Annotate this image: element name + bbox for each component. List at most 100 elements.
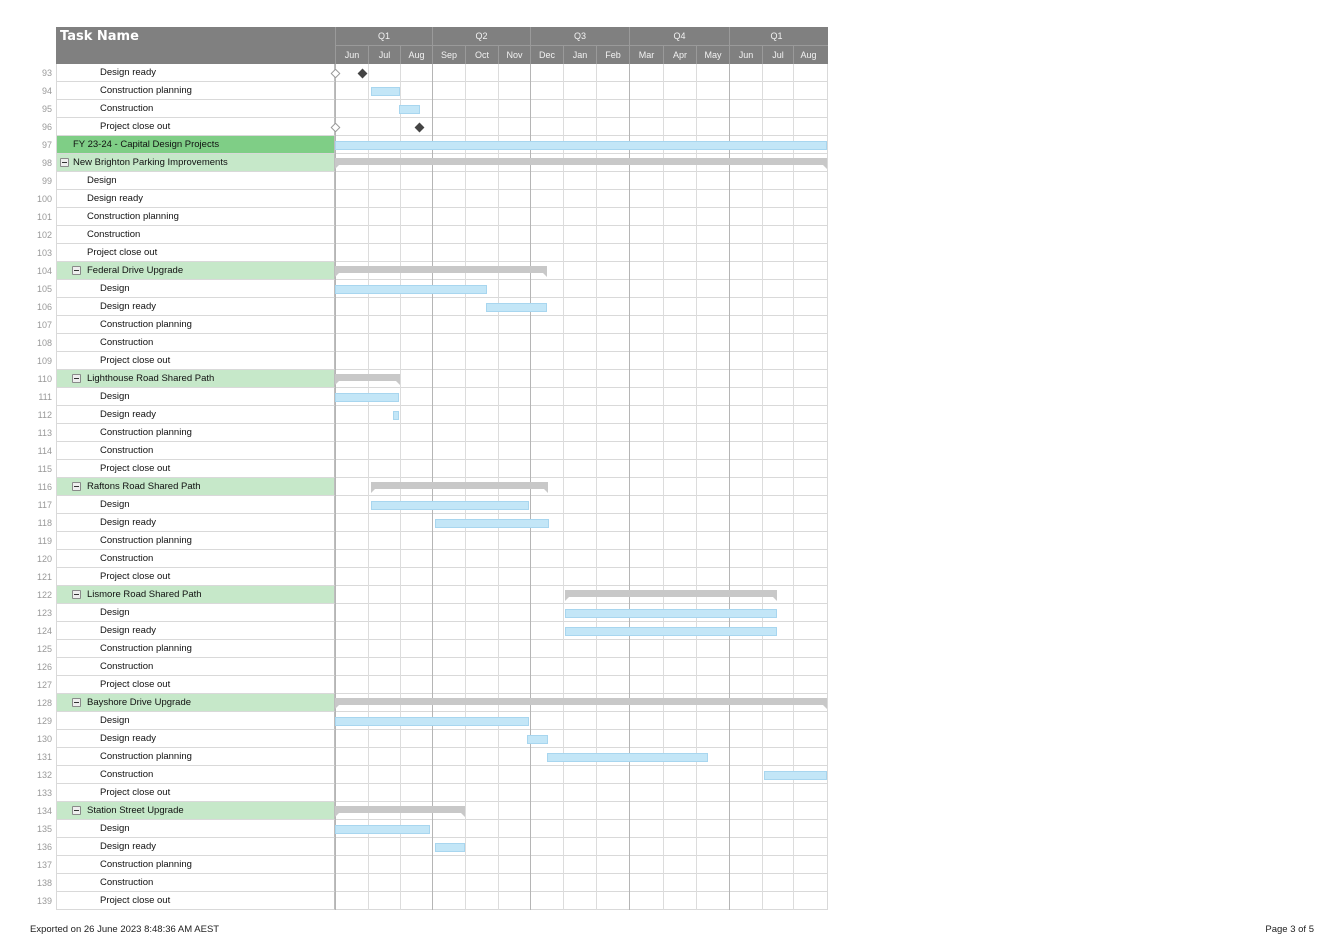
task-name-cell[interactable]: Project close out [56,568,335,586]
milestone-diamond-icon[interactable] [357,68,368,79]
task-name-cell[interactable]: Bayshore Drive Upgrade [56,694,335,712]
task-name-column-header[interactable]: Task Name [60,29,139,44]
task-name-cell[interactable]: Design ready [56,64,335,82]
collapse-icon[interactable] [60,158,69,167]
task-name-cell[interactable]: Design ready [56,190,335,208]
summary-bar[interactable] [565,590,777,601]
task-name-cell[interactable]: Design [56,604,335,622]
task-name-cell[interactable]: Project close out [56,892,335,910]
collapse-icon[interactable] [72,698,81,707]
task-bar[interactable] [547,753,708,762]
task-bar[interactable] [335,141,827,150]
task-name-cell[interactable]: Design [56,172,335,190]
task-bar[interactable] [371,87,400,96]
task-name-cell[interactable]: Construction [56,226,335,244]
task-bar[interactable] [486,303,547,312]
task-name-cell[interactable]: Raftons Road Shared Path [56,478,335,496]
task-name-cell[interactable]: Construction [56,442,335,460]
task-bar[interactable] [393,411,399,420]
task-name-cell[interactable]: Project close out [56,118,335,136]
task-name-cell[interactable]: Project close out [56,352,335,370]
task-name-cell[interactable]: Construction [56,766,335,784]
task-name-cell[interactable]: Project close out [56,784,335,802]
summary-bar[interactable] [335,698,827,709]
milestone-diamond-icon[interactable] [414,122,425,133]
task-name-cell[interactable]: Design ready [56,514,335,532]
task-name-cell[interactable]: Lismore Road Shared Path [56,586,335,604]
collapse-icon[interactable] [72,590,81,599]
task-name-cell[interactable]: Project close out [56,676,335,694]
task-name-cell[interactable]: New Brighton Parking Improvements [56,154,335,172]
task-name-cell[interactable]: Construction planning [56,640,335,658]
task-name-cell[interactable]: Design ready [56,298,335,316]
task-name-cell[interactable]: Design ready [56,622,335,640]
summary-bar[interactable] [335,374,400,385]
task-bar[interactable] [565,609,777,618]
task-name-cell[interactable]: Design [56,820,335,838]
task-name-cell[interactable]: Design ready [56,406,335,424]
collapse-icon[interactable] [72,266,81,275]
task-name-cell[interactable]: Project close out [56,460,335,478]
task-bar[interactable] [371,501,529,510]
task-bar[interactable] [565,627,777,636]
task-name-cell[interactable]: Construction [56,100,335,118]
task-name-cell[interactable]: Construction planning [56,208,335,226]
task-name-cell[interactable]: Construction planning [56,748,335,766]
task-bar[interactable] [764,771,827,780]
task-name-cell[interactable]: Construction planning [56,856,335,874]
summary-bar[interactable] [335,158,827,169]
task-bar[interactable] [335,825,430,834]
task-name-cell[interactable]: Construction [56,550,335,568]
summary-bar[interactable] [335,266,547,277]
task-name-cell[interactable]: Construction [56,874,335,892]
task-name-cell[interactable]: Construction [56,334,335,352]
task-name-cell[interactable]: Lighthouse Road Shared Path [56,370,335,388]
task-name-cell[interactable]: Design [56,712,335,730]
task-bar[interactable] [435,843,465,852]
task-bar[interactable] [335,717,529,726]
task-name-cell[interactable]: Design [56,280,335,298]
task-bar[interactable] [335,285,487,294]
task-name-cell[interactable]: FY 23-24 - Capital Design Projects [56,136,335,154]
summary-bar[interactable] [335,806,465,817]
task-name-cell[interactable]: Federal Drive Upgrade [56,262,335,280]
collapse-icon[interactable] [72,374,81,383]
task-name-cell[interactable]: Construction planning [56,424,335,442]
task-name-cell[interactable]: Design ready [56,838,335,856]
task-name-cell[interactable]: Design [56,388,335,406]
collapse-icon[interactable] [72,806,81,815]
